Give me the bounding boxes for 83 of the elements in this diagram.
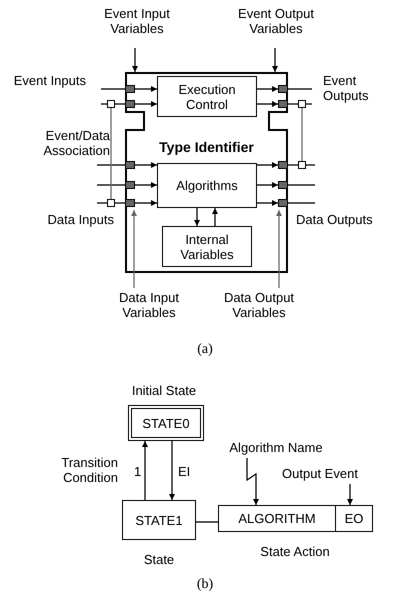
leader-text: Output Event (262, 466, 378, 482)
leader-line (272, 48, 278, 72)
association-square (107, 199, 115, 207)
port-square (278, 100, 288, 108)
connector-line (115, 202, 125, 204)
connector-line (288, 202, 315, 204)
box-label: Internal Variables (179, 232, 235, 262)
label-text: State Action (259, 544, 331, 559)
arrow (257, 182, 278, 188)
port-square (125, 199, 135, 207)
box-label: STATE0 (142, 416, 190, 430)
arrow (135, 86, 157, 92)
leader-text: Data Output Variables (210, 290, 308, 330)
connector-line (115, 103, 125, 105)
leader-text: Event Output Variables (230, 6, 322, 46)
edge-label: EI (178, 464, 190, 479)
port-square (278, 85, 288, 93)
connector-line (288, 88, 312, 90)
block-title: Type Identifier (158, 140, 255, 155)
association-square (107, 100, 115, 108)
label-text: Data Inputs (46, 212, 114, 227)
box-label: ALGORITHM (238, 511, 316, 526)
connector-line (97, 164, 125, 166)
caption-text: (b) (196, 577, 214, 592)
connector-line (196, 521, 218, 523)
label-text: Event Inputs (12, 73, 86, 88)
leader-line (276, 210, 282, 288)
caption-text: (a) (196, 342, 214, 357)
leader-text: Data Input Variables (104, 290, 194, 330)
label-text: Transition Condition (60, 455, 118, 485)
association-square (298, 161, 306, 169)
arrow (142, 441, 148, 500)
arrow (194, 208, 200, 226)
leader-text: Event Input Variables (92, 6, 182, 46)
arrow (135, 182, 157, 188)
box-label: STATE1 (135, 512, 183, 528)
edge-label: 1 (134, 464, 142, 479)
leader-line (132, 48, 138, 72)
connector-line (101, 88, 125, 90)
port-square (125, 100, 135, 108)
arrow (212, 208, 218, 226)
connector-line (97, 202, 107, 204)
process-box (162, 226, 252, 267)
box-label: Algorithms (176, 178, 238, 193)
connector-line (288, 164, 298, 166)
label-text: Data Outputs (296, 212, 374, 227)
connector-line (110, 108, 112, 199)
arrow (257, 101, 278, 107)
arrow (135, 162, 157, 168)
node-caption: State (142, 552, 176, 567)
arrow (257, 162, 278, 168)
node-caption: Initial State (130, 383, 198, 398)
leader-line (246, 458, 259, 505)
connector-line (288, 103, 298, 105)
box-label: EO (344, 511, 364, 526)
leader-line (347, 484, 353, 505)
connector-line (288, 184, 315, 186)
arrow (169, 441, 175, 500)
label-text: Event/Data Association (42, 128, 110, 158)
port-square (125, 181, 135, 189)
arrow (135, 101, 157, 107)
port-square (278, 161, 288, 169)
port-square (125, 85, 135, 93)
leader-line (131, 210, 137, 288)
state-box (128, 405, 204, 441)
association-square (298, 100, 306, 108)
arrow (135, 200, 157, 206)
leader-text: Algorithm Name (210, 440, 342, 456)
box-label: Execution Control (177, 82, 237, 112)
port-square (278, 181, 288, 189)
label-text: Event Outputs (323, 73, 370, 103)
process-box (122, 500, 196, 540)
process-box (218, 505, 336, 532)
connector-line (97, 184, 125, 186)
arrow (257, 86, 278, 92)
process-box (335, 505, 373, 532)
connector-line (301, 108, 303, 161)
process-box (157, 76, 257, 117)
function-block (125, 72, 288, 273)
arrow (257, 200, 278, 206)
port-square (278, 199, 288, 207)
process-box (157, 163, 257, 208)
port-square (125, 161, 135, 169)
